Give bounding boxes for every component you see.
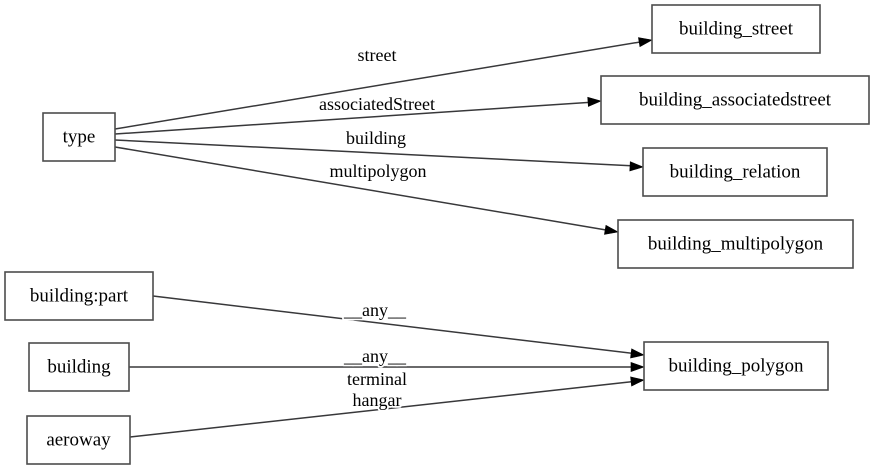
node-building_part[interactable]: building:part <box>4 271 154 321</box>
arrowhead-icon <box>604 224 619 235</box>
edge-label-e5: __any__ <box>343 300 407 320</box>
node-type[interactable]: type <box>42 112 116 162</box>
node-box[interactable] <box>4 271 154 321</box>
edge-label-halo: multipolygon <box>329 161 426 181</box>
edge-aeroway-to-building_polygon <box>129 376 645 438</box>
edge-type-to-building_multipolygon <box>114 146 619 235</box>
node-label: aeroway <box>46 429 111 450</box>
edge-label-halo: street <box>358 45 397 65</box>
edge-label-e2: associatedStreet <box>319 94 435 114</box>
edge-label-halo: terminal <box>347 369 407 389</box>
edge-label-halo: hangar <box>353 390 402 410</box>
node-label: building_polygon <box>668 355 804 376</box>
node-building_multipolygon[interactable]: building_multipolygon <box>617 219 854 269</box>
edge-type-to-building_associatedstreet <box>114 96 602 135</box>
edge-label-halo: building <box>346 128 406 148</box>
node-label: building_street <box>679 18 794 39</box>
node-aeroway[interactable]: aeroway <box>26 415 131 465</box>
node-building_polygon[interactable]: building_polygon <box>643 341 829 391</box>
edge-label-e3: building <box>346 128 406 148</box>
edge-line <box>114 40 647 130</box>
arrowhead-icon <box>638 37 653 48</box>
node-box[interactable] <box>617 219 854 269</box>
node-building_associatedstreet[interactable]: building_associatedstreet <box>600 75 870 125</box>
node-box[interactable] <box>600 75 870 125</box>
edge-labels-layer: streetstreetassociatedStreetassociatedSt… <box>317 43 436 412</box>
nodes-layer: type building_street building_associatedst… <box>4 4 870 465</box>
edge-line <box>114 146 613 232</box>
node-label: building:part <box>30 285 129 306</box>
node-box[interactable] <box>28 342 130 392</box>
edge-label-e7-2: hangar <box>353 390 402 410</box>
edge-label-halo: __any__ <box>343 300 407 320</box>
node-box[interactable] <box>651 4 821 54</box>
node-box[interactable] <box>643 341 829 391</box>
edge-line <box>114 139 638 167</box>
edge-line <box>129 380 639 438</box>
node-building[interactable]: building <box>28 342 130 392</box>
edge-label-e7: terminal <box>347 369 407 389</box>
node-box[interactable] <box>642 147 828 197</box>
arrowhead-icon <box>629 161 644 172</box>
node-box[interactable] <box>26 415 131 465</box>
edge-line <box>152 295 639 355</box>
arrowhead-icon <box>630 361 645 373</box>
edge-building-to-building_polygon <box>129 361 645 373</box>
node-label: building <box>47 356 111 377</box>
edge-label-halo: associatedStreet <box>319 94 435 114</box>
node-building_street[interactable]: building_street <box>651 4 821 54</box>
edge-type-to-building_relation <box>114 139 644 172</box>
edge-label-e1: street <box>358 45 397 65</box>
node-label: building_multipolygon <box>648 233 824 254</box>
edge-type-to-building_street <box>114 37 653 130</box>
node-label: type <box>63 126 96 147</box>
edge-label-halo: __any__ <box>343 346 407 366</box>
node-box[interactable] <box>42 112 116 162</box>
edge-building_part-to-building_polygon <box>152 295 645 359</box>
arrowhead-icon <box>630 376 645 387</box>
edge-label-e6: __any__ <box>343 346 407 366</box>
edge-line <box>114 101 596 135</box>
arrowhead-icon <box>630 348 645 359</box>
node-building_relation[interactable]: building_relation <box>642 147 828 197</box>
edges-layer <box>114 37 653 438</box>
node-label: building_relation <box>670 161 801 182</box>
edge-label-e4: multipolygon <box>329 161 426 181</box>
arrowhead-icon <box>587 96 602 107</box>
node-label: building_associatedstreet <box>639 89 832 110</box>
